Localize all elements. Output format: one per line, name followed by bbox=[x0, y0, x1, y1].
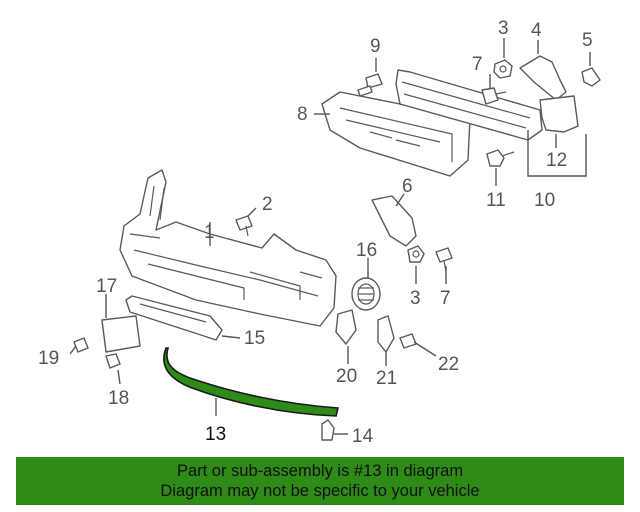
bumper-reinforcement-bar bbox=[395, 69, 543, 141]
callout-7-top: 7 bbox=[472, 54, 483, 75]
part-16-fog-lamp bbox=[351, 277, 381, 311]
part-15-lower-grille bbox=[125, 295, 223, 341]
callout-13: 13 bbox=[205, 424, 226, 445]
callout-3-top: 3 bbox=[498, 18, 509, 39]
callout-11: 11 bbox=[486, 190, 506, 211]
part-5-clip bbox=[581, 67, 601, 87]
part-11-bolt bbox=[486, 149, 515, 167]
part-2-bolt bbox=[235, 215, 253, 237]
callout-22: 22 bbox=[438, 354, 459, 375]
callout-7-lower: 7 bbox=[440, 288, 451, 309]
part-13-lower-molding bbox=[163, 347, 340, 417]
part-1-bumper-fascia bbox=[119, 169, 337, 327]
callout-1: 1 bbox=[204, 222, 215, 243]
part-21-bracket bbox=[377, 315, 395, 353]
callout-3-lower: 3 bbox=[410, 288, 421, 309]
callout-2: 2 bbox=[262, 194, 273, 215]
part-7-bolt-top bbox=[481, 87, 507, 105]
callout-18: 18 bbox=[108, 388, 129, 409]
callout-12: 12 bbox=[546, 150, 567, 171]
callout-9: 9 bbox=[370, 36, 381, 57]
callout-5: 5 bbox=[582, 30, 593, 51]
callout-4: 4 bbox=[531, 20, 542, 41]
part-18-screw bbox=[105, 353, 121, 369]
part-12-bracket bbox=[539, 95, 579, 133]
callout-15: 15 bbox=[244, 328, 265, 349]
part-22-push-pin bbox=[399, 333, 417, 349]
callout-21: 21 bbox=[376, 368, 397, 389]
part-9-push-pin bbox=[357, 73, 383, 97]
part-3-nut-lower bbox=[407, 245, 425, 263]
part-4-bracket bbox=[519, 55, 567, 101]
part-20-bracket bbox=[335, 309, 357, 345]
callout-20: 20 bbox=[336, 366, 357, 387]
part-7-bolt-lower bbox=[435, 247, 453, 273]
callout-16: 16 bbox=[356, 240, 377, 261]
callout-10: 10 bbox=[534, 190, 555, 211]
leader-lines bbox=[69, 38, 591, 435]
bumper-parts-diagram: 9 3 4 5 7 8 12 11 10 6 2 1 16 3 7 15 17 … bbox=[38, 18, 601, 447]
part-3-nut-top bbox=[493, 59, 513, 79]
callout-19: 19 bbox=[38, 348, 59, 369]
banner-line-1: Part or sub-assembly is #13 in diagram bbox=[176, 462, 464, 480]
part-17-license-bracket bbox=[101, 315, 141, 353]
part-19-push-pin bbox=[73, 337, 89, 353]
callout-6: 6 bbox=[402, 176, 413, 197]
part-14-push-pin bbox=[321, 419, 335, 441]
callout-17: 17 bbox=[96, 276, 117, 297]
callout-14: 14 bbox=[352, 426, 374, 447]
callout-8: 8 bbox=[297, 104, 308, 125]
banner-line-2: Diagram may not be specific to your vehi… bbox=[160, 482, 480, 500]
info-banner: Part or sub-assembly is #13 in diagram D… bbox=[16, 457, 624, 505]
callout-labels: 9 3 4 5 7 8 12 11 10 6 2 1 16 3 7 15 17 … bbox=[38, 18, 593, 447]
part-6-bracket bbox=[371, 195, 417, 247]
